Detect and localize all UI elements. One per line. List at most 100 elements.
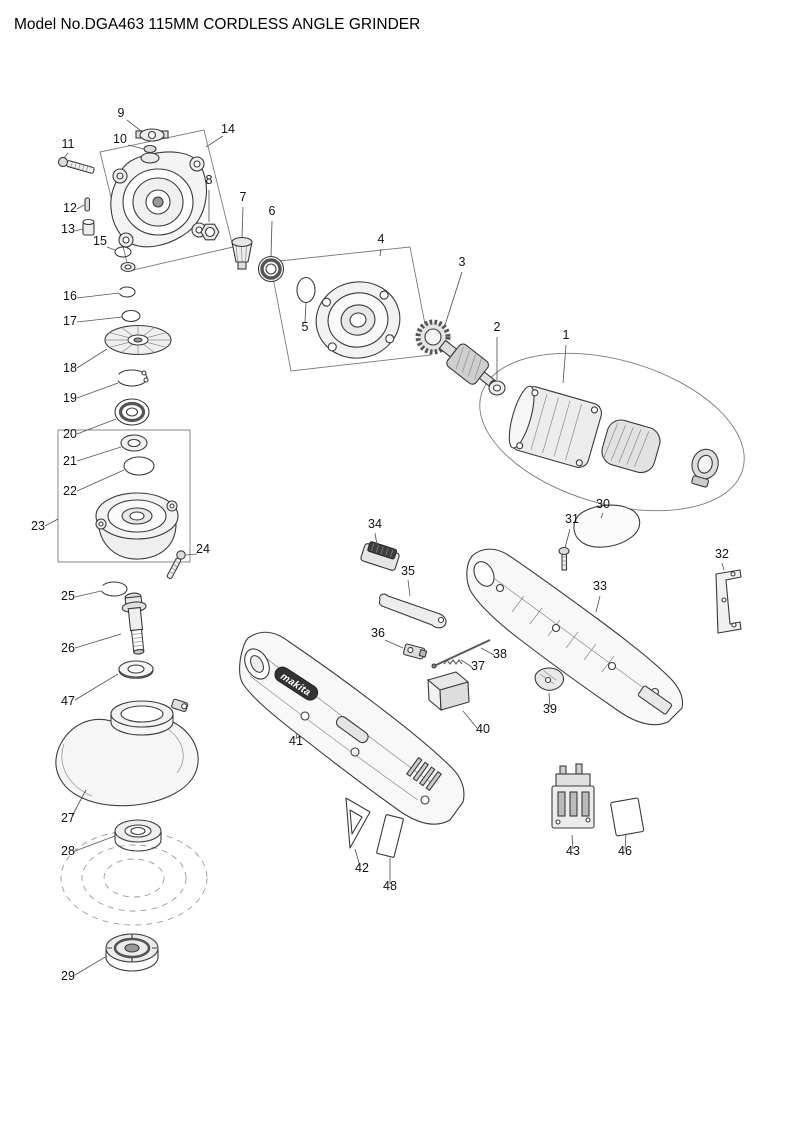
leader-line-41 (295, 733, 298, 740)
part-29-lock-nut (105, 933, 159, 972)
part-13-sleeve (82, 218, 95, 236)
leader-line-18 (76, 348, 108, 369)
leader-line-30 (600, 512, 604, 519)
part-number-24: 24 (196, 542, 210, 556)
part-34-switch-knob (360, 541, 400, 571)
leader-line-11 (63, 152, 69, 159)
part-33-housing-cover (466, 548, 684, 726)
part-number-20: 20 (63, 427, 77, 441)
part-number-25: 25 (61, 589, 75, 603)
leader-line-6 (270, 220, 273, 257)
part-number-21: 21 (63, 454, 77, 468)
part-number-16: 16 (63, 289, 77, 303)
part-2-washer (488, 380, 506, 396)
leader-line-19 (76, 382, 119, 399)
part-number-11: 11 (62, 137, 75, 151)
leader-line-4 (379, 248, 382, 257)
part-number-4: 4 (378, 232, 385, 246)
part-number-10: 10 (113, 132, 127, 146)
part-number-9: 9 (118, 106, 125, 120)
part-32-bracket (715, 569, 742, 634)
part-25-snap-ring (100, 581, 128, 597)
part-9-lock-cap (135, 128, 169, 142)
part-39-lever (534, 667, 565, 691)
part-number-43: 43 (566, 844, 580, 858)
part-4-bearing-box (315, 281, 401, 359)
leader-line-28 (74, 835, 116, 852)
leader-line-43 (571, 834, 574, 850)
part-number-28: 28 (61, 844, 75, 858)
part-12-pin (84, 197, 91, 212)
part-number-7: 7 (240, 190, 247, 204)
vent-slots (406, 756, 442, 792)
part-number-39: 39 (543, 702, 557, 716)
part-48-label (376, 814, 404, 858)
part-30-panel (573, 504, 641, 548)
part-27-wheel-guard (55, 698, 199, 807)
part-number-5: 5 (302, 320, 309, 334)
callout-layer: 1234567891011121314151617181920212223242… (31, 106, 729, 983)
leader-line-46 (624, 833, 627, 850)
leader-line-16 (76, 292, 120, 299)
leader-line-37 (460, 659, 473, 668)
leader-line-34 (374, 532, 378, 546)
part-number-33: 33 (593, 579, 607, 593)
part-number-1: 1 (563, 328, 570, 342)
part-number-42: 42 (355, 861, 369, 875)
leader-line-32 (721, 562, 725, 571)
part-24-screw (166, 550, 186, 579)
part-40-box (426, 671, 470, 712)
part-20-bearing (114, 398, 150, 426)
part-5-o-ring (296, 276, 316, 304)
leader-line-38 (480, 647, 495, 656)
group-box-bearing-box (269, 246, 432, 372)
part-number-26: 26 (61, 641, 75, 655)
part-number-46: 46 (618, 844, 632, 858)
leader-line-40 (462, 710, 478, 729)
part-22-o-ring (123, 456, 155, 476)
part-number-36: 36 (371, 626, 385, 640)
part-1-baffle-plate (601, 419, 661, 474)
part-number-6: 6 (269, 204, 276, 218)
leader-line-7 (241, 206, 244, 238)
part-1-field-stator (508, 385, 603, 468)
leader-line-26 (74, 633, 122, 649)
leader-line-23 (44, 518, 59, 527)
part-37-spring (443, 659, 463, 665)
leader-line-36 (384, 639, 404, 649)
leader-line-9 (126, 119, 142, 132)
leader-line-17 (76, 316, 123, 323)
leader-line-3 (444, 271, 463, 326)
part-7-bevel-gear (231, 236, 253, 270)
part-26-spindle (121, 592, 147, 655)
part-35-switch-lever (378, 593, 447, 629)
part-28-inner-flange (114, 819, 162, 852)
part-number-14: 14 (221, 122, 235, 136)
part-17-ring (121, 309, 141, 323)
leader-line-31 (564, 528, 571, 549)
part-15-retainer-rings (114, 246, 136, 273)
part-number-2: 2 (494, 320, 501, 334)
leader-line-27 (71, 789, 87, 817)
part-number-12: 12 (63, 201, 77, 215)
part-number-17: 17 (63, 314, 77, 328)
part-number-22: 22 (63, 484, 77, 498)
part-number-30: 30 (596, 497, 610, 511)
part-number-13: 13 (61, 222, 75, 236)
part-31-screw (558, 546, 570, 571)
part-41-motor-housing: makita (239, 631, 465, 825)
page-title: Model No.DGA463 115MM CORDLESS ANGLE GRI… (14, 16, 420, 33)
part-46-label (610, 797, 645, 837)
part-number-27: 27 (61, 811, 75, 825)
part-number-3: 3 (459, 255, 466, 269)
leader-line-20 (76, 418, 117, 435)
part-18-fan (104, 324, 172, 356)
part-21-ring (120, 434, 148, 452)
part-38-pin (431, 639, 491, 669)
leader-line-14 (205, 135, 224, 148)
part-19-snap-ring (116, 369, 149, 387)
part-number-31: 31 (565, 512, 579, 526)
part-8-hex-nut (200, 223, 220, 241)
